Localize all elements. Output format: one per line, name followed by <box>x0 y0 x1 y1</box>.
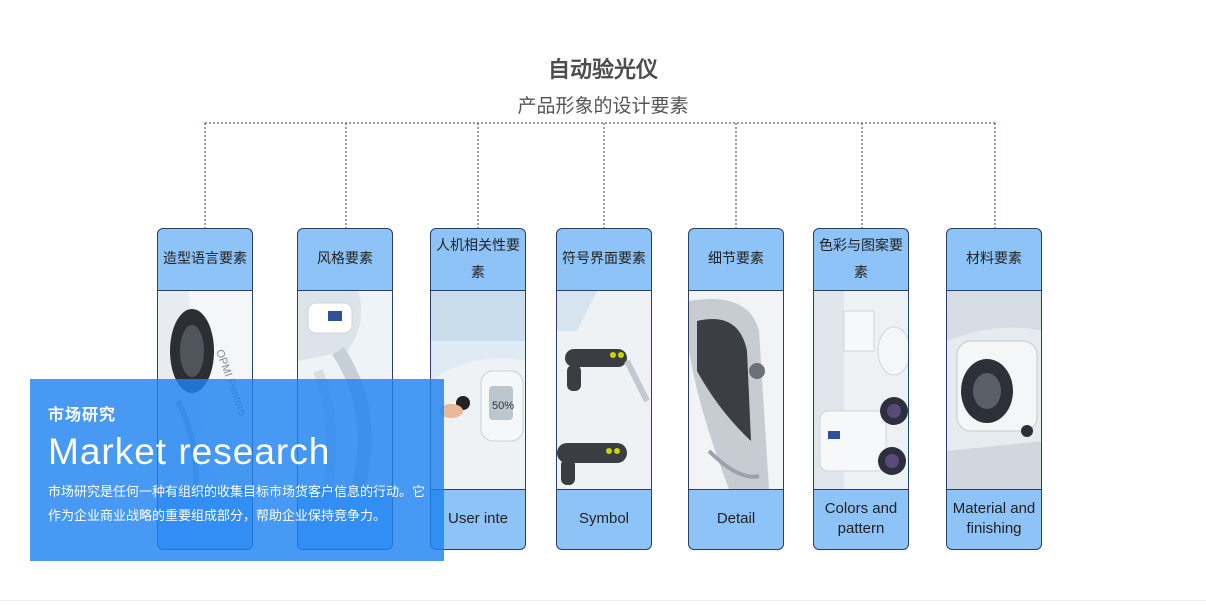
market-research-panel: 市场研究 Market research 市场研究是任何一种有组织的收集目标市场… <box>30 379 444 561</box>
card-label-cn: 细节要素 <box>689 229 783 291</box>
card-label-cn: 材料要素 <box>947 229 1041 291</box>
card-label-en: Material and finishing <box>952 500 1036 537</box>
panel-description: 市场研究是任何一种有组织的收集目标市场货客户信息的行动。它作为企业商业战略的重要… <box>48 485 426 524</box>
card-label-cn: 符号界面要素 <box>557 229 651 291</box>
diagram-subtitle: 产品形象的设计要素 <box>517 95 689 117</box>
device-photo-icon <box>947 291 1041 490</box>
device-photo-icon <box>814 291 908 490</box>
card-detail: 细节要素 Detail <box>688 228 784 550</box>
card-label-cn: 造型语言要素 <box>158 229 252 291</box>
device-photo-icon <box>557 291 651 490</box>
card-human-factors: 人机相关性要素 50% User inte <box>430 228 526 550</box>
card-symbol-interface: 符号界面要素 Symbol <box>556 228 652 550</box>
card-label-cn: 风格要素 <box>298 229 392 291</box>
panel-title-en: Market research <box>48 431 331 472</box>
card-label-en: Symbol <box>578 510 630 527</box>
svg-text:50%: 50% <box>492 400 514 412</box>
card-label-cn: 人机相关性要素 <box>431 229 525 291</box>
card-label-cn: 色彩与图案要素 <box>814 229 908 291</box>
panel-title-cn: 市场研究 <box>48 405 117 424</box>
diagram-title: 自动验光仪 <box>547 58 658 83</box>
device-photo-icon: 50% <box>431 291 525 490</box>
card-label-en: Colors and pattern <box>824 500 898 537</box>
bottom-divider <box>0 600 1206 601</box>
card-label-en: User inte <box>447 510 509 527</box>
card-material: 材料要素 Material and finishing <box>946 228 1042 550</box>
device-photo-icon <box>689 291 783 490</box>
card-color-pattern: 色彩与图案要素 Colors and pattern <box>813 228 909 550</box>
card-label-en: Detail <box>716 510 756 527</box>
